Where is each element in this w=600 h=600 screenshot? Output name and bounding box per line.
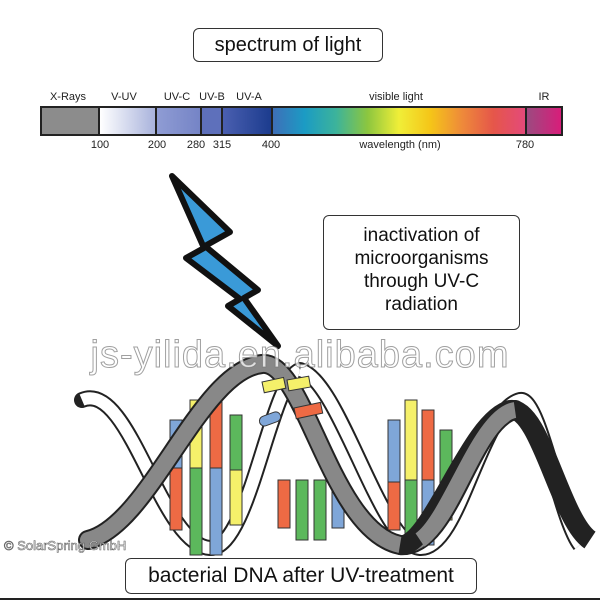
lightning-bolt-icon	[169, 173, 281, 349]
inactivation-line: microorganisms	[354, 248, 489, 269]
broken-base	[261, 376, 287, 394]
base	[421, 409, 435, 481]
base	[404, 399, 418, 481]
copyright: © SolarSpring GmbH	[4, 538, 127, 554]
base	[277, 479, 291, 529]
broken-base	[286, 375, 312, 392]
inactivation-line: radiation	[385, 294, 458, 315]
band-label: IR	[538, 91, 550, 103]
base	[209, 467, 223, 556]
inactivation-line: through UV-C	[363, 271, 480, 292]
broken-base	[258, 411, 282, 427]
base	[229, 414, 243, 471]
band-label: UV-B	[199, 91, 225, 103]
tick-label: 200	[147, 139, 167, 151]
band-label: visible light	[369, 91, 423, 103]
base	[295, 479, 309, 541]
base	[313, 479, 327, 541]
base	[387, 481, 401, 531]
band-label: UV-A	[236, 91, 262, 103]
base	[189, 467, 203, 556]
band-label: V-UV	[111, 91, 137, 103]
watermark: js-yilida.en.alibaba.com	[90, 334, 510, 377]
inactivation-box: inactivation of microorganisms through U…	[323, 215, 520, 330]
band-uv-a	[221, 106, 273, 136]
title-box: spectrum of light	[193, 28, 383, 62]
band-x-rays	[40, 106, 100, 136]
band-ir	[525, 106, 563, 136]
base	[229, 469, 243, 526]
tick-label: 315	[212, 139, 232, 151]
band-label: X-Rays	[49, 91, 87, 103]
tick-label: 280	[186, 139, 206, 151]
dna-label-box: bacterial DNA after UV-treatment	[125, 558, 477, 594]
tick-label: 400	[261, 139, 281, 151]
band-label: UV-C	[163, 91, 191, 103]
band-visible-light	[271, 106, 527, 136]
tick-label: 780	[515, 139, 535, 151]
broken-base	[293, 401, 324, 420]
base	[387, 419, 401, 483]
tick-label: 100	[90, 139, 110, 151]
axis-label: wavelength (nm)	[359, 139, 441, 151]
base	[169, 467, 183, 531]
inactivation-line: inactivation of	[363, 225, 480, 246]
